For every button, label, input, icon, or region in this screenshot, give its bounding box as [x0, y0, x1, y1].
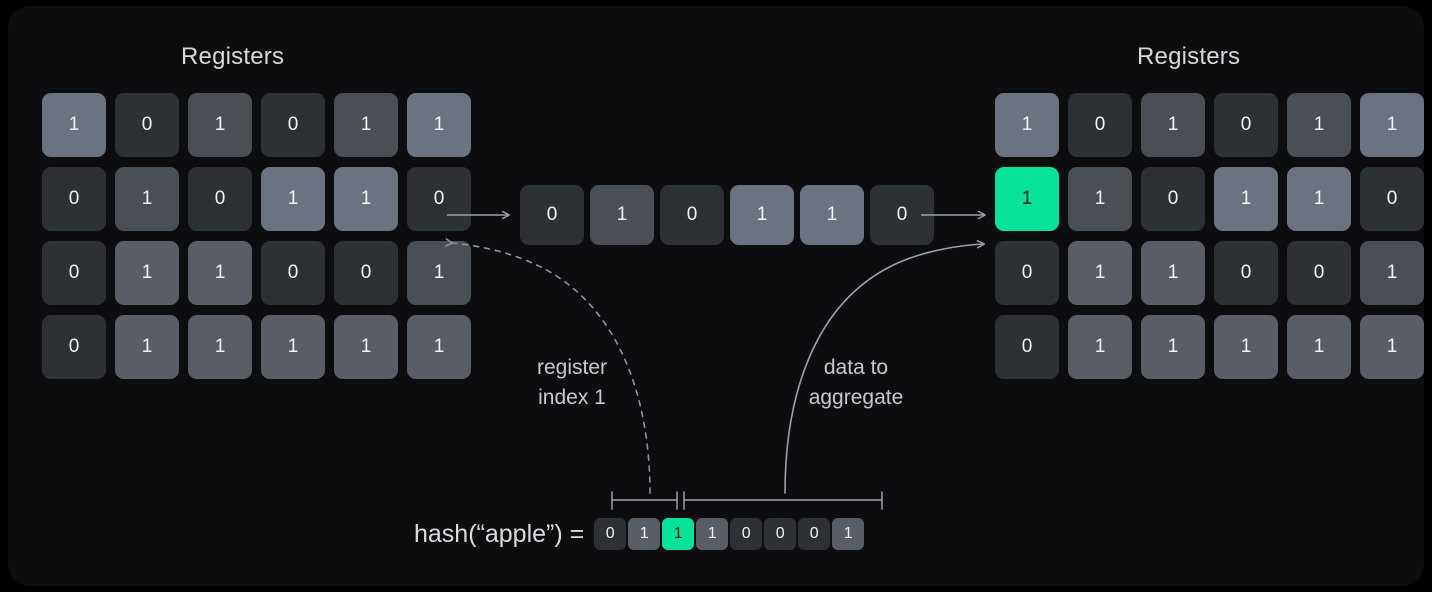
- register-cell: 0: [188, 167, 252, 231]
- register-cell: 0: [42, 241, 106, 305]
- register-cell: 0: [1141, 167, 1205, 231]
- register-cell: 1: [1141, 241, 1205, 305]
- register-cell: 1: [1068, 241, 1132, 305]
- register-cell: 1: [188, 93, 252, 157]
- register-cell: 0: [1214, 241, 1278, 305]
- data-to-aggregate-caption: data to aggregate: [808, 356, 904, 409]
- register-cell: 1: [115, 315, 179, 379]
- register-cell: 0: [261, 241, 325, 305]
- register-cell: 1: [1141, 315, 1205, 379]
- register-cell: 0: [995, 315, 1059, 379]
- hash-bit: 1: [662, 518, 695, 550]
- hash-bit: 0: [764, 518, 797, 550]
- hash-label: hash(“apple”) =: [414, 519, 585, 548]
- register-cell: 1: [334, 315, 398, 379]
- register-cell: 0: [1214, 93, 1278, 157]
- register-cell: 0: [1287, 241, 1351, 305]
- register-cell: 1: [261, 315, 325, 379]
- register-cell: 1: [334, 93, 398, 157]
- register-cell: 1: [407, 315, 471, 379]
- register-index-caption: register index 1: [536, 356, 608, 409]
- selected-register-cell: 1: [730, 185, 794, 245]
- selected-register-cell: 0: [660, 185, 724, 245]
- register-cell: 0: [334, 241, 398, 305]
- register-cell: 1: [1068, 167, 1132, 231]
- hash-bit: 1: [832, 518, 865, 550]
- hash-bit: 0: [730, 518, 763, 550]
- register-cell: 0: [115, 93, 179, 157]
- left-registers-title: Registers: [181, 43, 285, 70]
- register-cell: 0: [42, 315, 106, 379]
- register-cell: 1: [1214, 167, 1278, 231]
- register-cell: 1: [1068, 315, 1132, 379]
- register-cell: 1: [334, 167, 398, 231]
- selected-register-cell: 1: [590, 185, 654, 245]
- register-cell: 1: [188, 315, 252, 379]
- register-cell: 1: [995, 93, 1059, 157]
- register-cell: 1: [1141, 93, 1205, 157]
- register-cell: 1: [995, 167, 1059, 231]
- selected-register-cell: 0: [520, 185, 584, 245]
- hash-bit: 0: [594, 518, 627, 550]
- register-cell: 1: [1360, 315, 1424, 379]
- register-cell: 1: [1360, 241, 1424, 305]
- register-cell: 0: [1360, 167, 1424, 231]
- register-cell: 1: [115, 241, 179, 305]
- register-cell: 0: [1068, 93, 1132, 157]
- register-cell: 0: [261, 93, 325, 157]
- register-cell: 1: [407, 241, 471, 305]
- register-cell: 1: [42, 93, 106, 157]
- hash-bit: 0: [798, 518, 831, 550]
- register-cell: 1: [1287, 93, 1351, 157]
- register-cell: 1: [188, 241, 252, 305]
- register-cell: 1: [1287, 167, 1351, 231]
- register-cell: 1: [1360, 93, 1424, 157]
- register-cell: 1: [407, 93, 471, 157]
- register-cell: 0: [42, 167, 106, 231]
- selected-register-cell: 1: [800, 185, 864, 245]
- register-cell: 1: [115, 167, 179, 231]
- register-cell: 1: [1287, 315, 1351, 379]
- register-cell: 0: [995, 241, 1059, 305]
- hash-bit: 1: [628, 518, 661, 550]
- register-cell: 0: [407, 167, 471, 231]
- right-registers-title: Registers: [1137, 43, 1241, 70]
- hash-bit: 1: [696, 518, 729, 550]
- selected-register-cell: 0: [870, 185, 934, 245]
- register-cell: 1: [261, 167, 325, 231]
- register-cell: 1: [1214, 315, 1278, 379]
